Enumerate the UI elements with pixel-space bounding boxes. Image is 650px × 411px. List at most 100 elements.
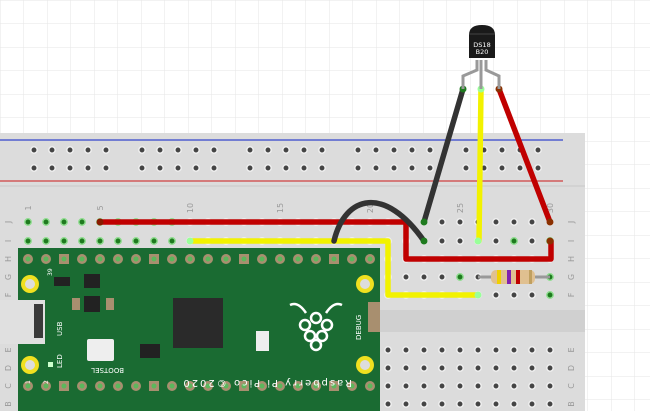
breadboard-hole[interactable] xyxy=(438,364,446,372)
rail-hole[interactable] xyxy=(354,146,362,154)
rail-hole[interactable] xyxy=(300,146,308,154)
breadboard-hole[interactable] xyxy=(402,273,410,281)
breadboard-hole[interactable] xyxy=(114,237,122,245)
rail-hole[interactable] xyxy=(390,164,398,172)
rail-hole[interactable] xyxy=(102,164,110,172)
breadboard-hole[interactable] xyxy=(528,400,536,408)
resistor[interactable] xyxy=(478,270,550,284)
breadboard-hole[interactable] xyxy=(528,218,536,226)
rail-hole[interactable] xyxy=(138,164,146,172)
rail-hole[interactable] xyxy=(156,164,164,172)
rail-hole[interactable] xyxy=(192,146,200,154)
breadboard-hole[interactable] xyxy=(60,218,68,226)
rail-hole[interactable] xyxy=(102,146,110,154)
ds18b20-sensor[interactable]: DS18 B20 xyxy=(461,25,501,89)
wire-red-3v3[interactable] xyxy=(97,219,554,262)
rail-hole[interactable] xyxy=(84,164,92,172)
breadboard-hole[interactable] xyxy=(474,400,482,408)
breadboard-hole[interactable] xyxy=(78,237,86,245)
rail-hole[interactable] xyxy=(48,164,56,172)
breadboard-hole[interactable] xyxy=(42,218,50,226)
wire-end[interactable] xyxy=(420,237,428,245)
breadboard-hole[interactable] xyxy=(492,400,500,408)
breadboard-hole[interactable] xyxy=(456,382,464,390)
breadboard-hole[interactable] xyxy=(402,346,410,354)
rail-hole[interactable] xyxy=(426,146,434,154)
breadboard-hole[interactable] xyxy=(438,400,446,408)
breadboard-hole[interactable] xyxy=(510,400,518,408)
rail-hole[interactable] xyxy=(372,164,380,172)
breadboard-hole[interactable] xyxy=(528,291,536,299)
rail-hole[interactable] xyxy=(264,146,272,154)
rail-hole[interactable] xyxy=(282,146,290,154)
breadboard-hole[interactable] xyxy=(42,237,50,245)
breadboard-hole[interactable] xyxy=(456,346,464,354)
wire-yellow-data[interactable] xyxy=(187,238,481,298)
breadboard-hole[interactable] xyxy=(492,237,500,245)
breadboard-hole[interactable] xyxy=(420,364,428,372)
breadboard-hole[interactable] xyxy=(384,400,392,408)
breadboard-hole[interactable] xyxy=(510,218,518,226)
breadboard-hole[interactable] xyxy=(456,237,464,245)
rail-hole[interactable] xyxy=(30,146,38,154)
rail-hole[interactable] xyxy=(174,164,182,172)
breadboard-hole[interactable] xyxy=(456,273,464,281)
rail-hole[interactable] xyxy=(138,146,146,154)
rail-hole[interactable] xyxy=(246,146,254,154)
breadboard-hole[interactable] xyxy=(150,237,158,245)
wire-end[interactable] xyxy=(96,218,104,226)
raspberry-pi-pico[interactable]: Raspberry Pi Pico ©2020 BOOTSEL USB LED … xyxy=(0,248,380,411)
rail-hole[interactable] xyxy=(408,146,416,154)
wire-end[interactable] xyxy=(474,237,482,245)
breadboard-hole[interactable] xyxy=(438,218,446,226)
breadboard-hole[interactable] xyxy=(510,237,518,245)
breadboard-hole[interactable] xyxy=(168,237,176,245)
breadboard-hole[interactable] xyxy=(78,218,86,226)
rail-hole[interactable] xyxy=(498,146,506,154)
breadboard-hole[interactable] xyxy=(510,364,518,372)
breadboard-hole[interactable] xyxy=(474,382,482,390)
rail-hole[interactable] xyxy=(318,164,326,172)
wire-black-gnd[interactable] xyxy=(331,199,427,244)
breadboard-hole[interactable] xyxy=(384,346,392,354)
rail-hole[interactable] xyxy=(354,164,362,172)
breadboard-hole[interactable] xyxy=(24,237,32,245)
rail-hole[interactable] xyxy=(192,164,200,172)
breadboard-hole[interactable] xyxy=(438,382,446,390)
wire-end[interactable] xyxy=(474,291,482,299)
breadboard-hole[interactable] xyxy=(546,400,554,408)
breadboard-hole[interactable] xyxy=(528,382,536,390)
rail-hole[interactable] xyxy=(426,164,434,172)
breadboard-hole[interactable] xyxy=(420,382,428,390)
rail-hole[interactable] xyxy=(66,164,74,172)
breadboard-hole[interactable] xyxy=(474,346,482,354)
breadboard-hole[interactable] xyxy=(492,346,500,354)
breadboard-hole[interactable] xyxy=(492,364,500,372)
rail-hole[interactable] xyxy=(462,164,470,172)
rail-hole[interactable] xyxy=(318,146,326,154)
rail-hole[interactable] xyxy=(30,164,38,172)
breadboard-hole[interactable] xyxy=(96,237,104,245)
wire-red-sensor[interactable] xyxy=(496,86,553,225)
wire-end[interactable] xyxy=(186,237,194,245)
breadboard-hole[interactable] xyxy=(510,382,518,390)
rail-hole[interactable] xyxy=(210,164,218,172)
breadboard-hole[interactable] xyxy=(420,400,428,408)
bootsel-button[interactable] xyxy=(87,339,114,361)
wire-black-sensor[interactable] xyxy=(421,86,466,225)
breadboard-hole[interactable] xyxy=(420,273,428,281)
breadboard-hole[interactable] xyxy=(402,400,410,408)
breadboard-hole[interactable] xyxy=(528,346,536,354)
breadboard-hole[interactable] xyxy=(384,364,392,372)
breadboard-hole[interactable] xyxy=(528,237,536,245)
rail-hole[interactable] xyxy=(462,146,470,154)
rail-hole[interactable] xyxy=(300,164,308,172)
breadboard-hole[interactable] xyxy=(132,237,140,245)
breadboard-hole[interactable] xyxy=(402,364,410,372)
rail-hole[interactable] xyxy=(246,164,254,172)
rail-hole[interactable] xyxy=(534,146,542,154)
breadboard-hole[interactable] xyxy=(456,400,464,408)
breadboard-hole[interactable] xyxy=(528,364,536,372)
breadboard-hole[interactable] xyxy=(492,291,500,299)
breadboard-hole[interactable] xyxy=(474,364,482,372)
